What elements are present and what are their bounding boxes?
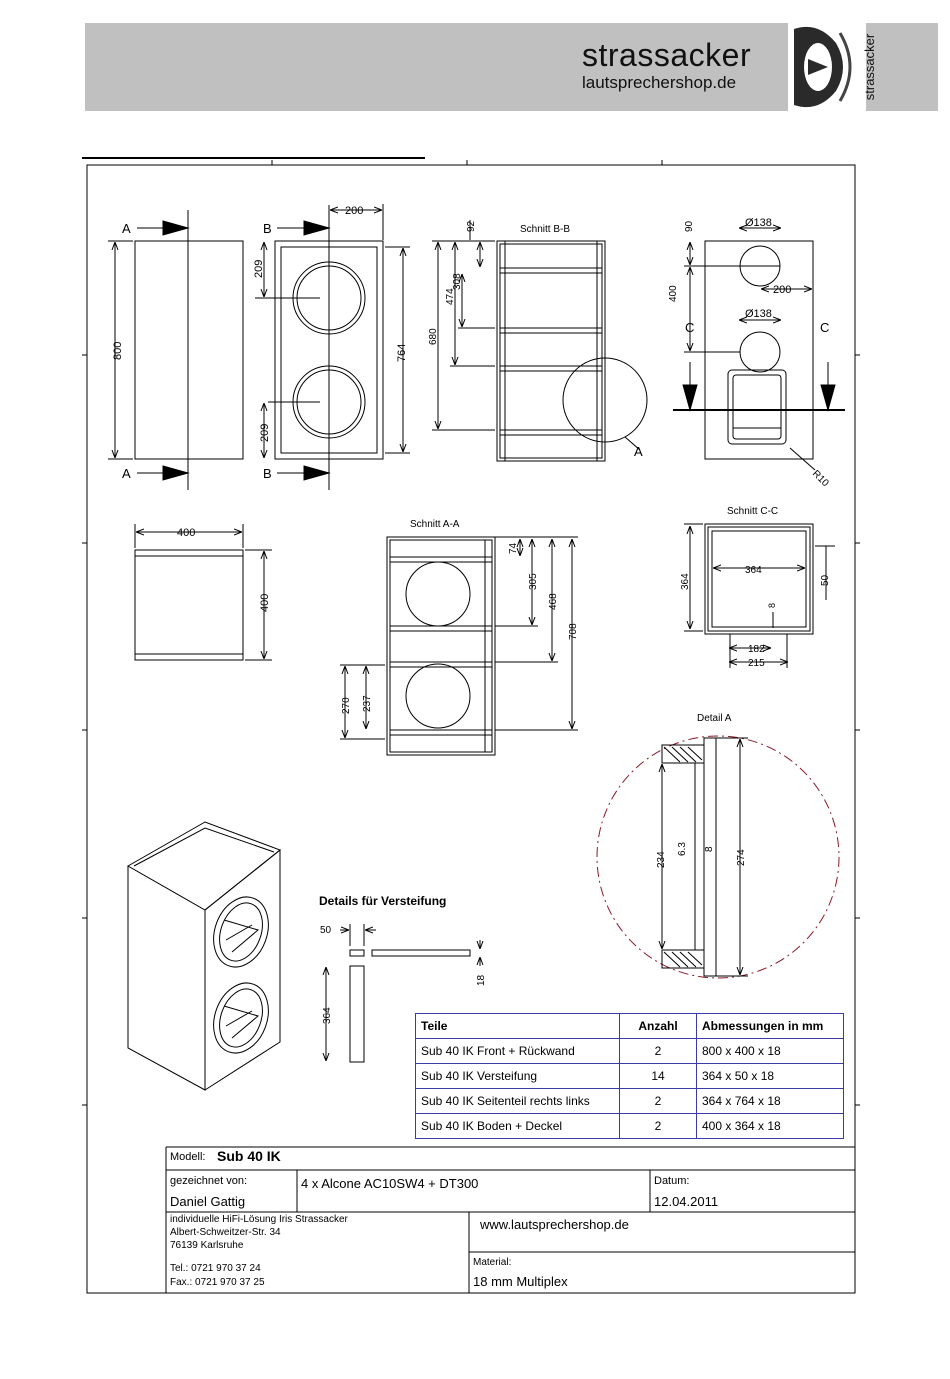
dim-top-depth-400: 400 [259,594,271,612]
front-view [255,204,410,490]
detail-a-marker: A [634,444,643,459]
dim-cc-8: 8 [767,603,777,608]
dim-height-800: 800 [112,342,124,360]
brand-url: lautsprechershop.de [582,73,737,92]
section-b-label-bottom: B [263,466,272,481]
dim-90: 90 [684,220,695,232]
material-value: 18 mm Multiplex [473,1274,568,1289]
schnitt-aa-title: Schnitt A-A [410,519,460,530]
dim-764: 764 [396,344,408,362]
dim-400-back: 400 [668,285,679,302]
dim-270: 270 [341,697,352,714]
dim-209-bottom: 209 [259,424,271,442]
cell-dimensions: 800 x 400 x 18 [696,1038,844,1064]
top-view [134,524,272,661]
table-row: Sub 40 IK Seitenteil rechts links 2 364 … [415,1088,844,1114]
dim-680: 680 [428,328,439,345]
versteifung-dim-364: 364 [322,1007,333,1024]
website-link[interactable]: www.lautsprechershop.de [480,1217,629,1232]
table-row: Sub 40 IK Boden + Deckel 2 400 x 364 x 1… [415,1113,844,1139]
dim-92: 92 [466,220,477,232]
cell-dimensions: 400 x 364 x 18 [696,1113,844,1139]
section-c-label-right: C [820,320,829,335]
cell-count: 14 [619,1063,697,1089]
phone: Tel.: 0721 970 37 24 [170,1263,261,1274]
cell-dimensions: 364 x 764 x 18 [696,1088,844,1114]
date-value: 12.04.2011 [654,1194,719,1209]
dim-top-width-400: 400 [177,527,195,539]
date-label: Datum: [654,1175,690,1187]
dim-237: 237 [362,695,373,712]
brand-name: strassacker [582,37,752,73]
parts-table: Teile Anzahl Abmessungen in mm Sub 40 IK… [415,1013,844,1139]
speaker-logo-icon [788,23,866,111]
cell-dimensions: 364 x 50 x 18 [696,1063,844,1089]
dim-dia-138-top: Ø138 [745,217,772,229]
section-a-label-top: A [122,221,131,236]
drawn-by-value: Daniel Gattig [170,1194,246,1209]
dim-cc-50: 50 [820,574,831,586]
title-block-grid [165,1146,855,1293]
section-a-label-bottom: A [122,466,131,481]
cell-part: Sub 40 IK Versteifung [415,1063,620,1089]
col-header-anzahl: Anzahl [619,1013,697,1039]
components-value: 4 x Alcone AC10SW4 + DT300 [301,1176,479,1191]
col-header-abmessungen: Abmessungen in mm [696,1013,844,1039]
cell-count: 2 [619,1088,697,1114]
dim-dia-138-bottom: Ø138 [745,308,772,320]
section-c-label-left: C [685,320,694,335]
dim-474: 474 [445,288,456,305]
dim-74: 74 [508,542,519,554]
cell-part: Sub 40 IK Front + Rückwand [415,1038,620,1064]
col-header-teile: Teile [415,1013,620,1039]
dim-cc-215: 215 [748,658,765,669]
dim-cc-364-v: 364 [680,573,691,590]
cell-count: 2 [619,1038,697,1064]
dim-308: 308 [452,273,463,290]
versteifung-dim-18: 18 [476,974,487,986]
cell-part: Sub 40 IK Seitenteil rechts links [415,1088,620,1114]
company-line2: Albert-Schweitzer-Str. 34 [170,1227,281,1238]
schnitt-cc [684,523,835,668]
dim-r10: R10 [810,468,831,489]
parts-table-header: Teile Anzahl Abmessungen in mm [415,1013,844,1039]
fax: Fax.: 0721 970 37 25 [170,1277,265,1288]
dim-detail-274: 274 [736,849,747,866]
model-label: Modell: [170,1151,206,1163]
dim-209-top: 209 [253,260,265,278]
schnitt-aa [340,536,578,756]
schnitt-bb [432,220,648,462]
dim-468: 468 [548,593,559,610]
detail-a [596,735,840,979]
schnitt-cc-title: Schnitt C-C [727,506,778,517]
company-line3: 76139 Karlsruhe [170,1240,244,1251]
side-view [108,210,244,490]
dim-detail-8: 8 [704,846,715,852]
model-value: Sub 40 IK [217,1148,281,1164]
dim-305: 305 [528,573,539,590]
versteifung-title: Details für Versteifung [319,894,446,908]
schnitt-bb-title: Schnitt B-B [520,224,570,235]
table-row: Sub 40 IK Versteifung 14 364 x 50 x 18 [415,1063,844,1089]
material-label: Material: [473,1257,512,1268]
versteifung-detail [326,924,480,1063]
dim-708: 708 [568,623,579,640]
table-row: Sub 40 IK Front + Rückwand 2 800 x 400 x… [415,1038,844,1064]
dim-width-200: 200 [345,205,363,217]
dim-200-back: 200 [773,284,791,296]
cell-part: Sub 40 IK Boden + Deckel [415,1113,620,1139]
dim-cc-182: 182 [748,644,765,655]
drawn-by-label: gezeichnet von: [170,1175,248,1187]
isometric-view [126,821,282,1091]
back-view [673,228,845,471]
dim-detail-234: 234 [656,851,667,868]
versteifung-dim-50: 50 [320,925,332,936]
dim-cc-364-h: 364 [745,565,762,576]
company-line1: individuelle HiFi-Lösung Iris Strassacke… [170,1214,348,1225]
dim-detail-6-3: 6.3 [677,842,688,856]
section-b-label-top: B [263,221,272,236]
cell-count: 2 [619,1113,697,1139]
detail-a-title: Detail A [697,713,732,724]
